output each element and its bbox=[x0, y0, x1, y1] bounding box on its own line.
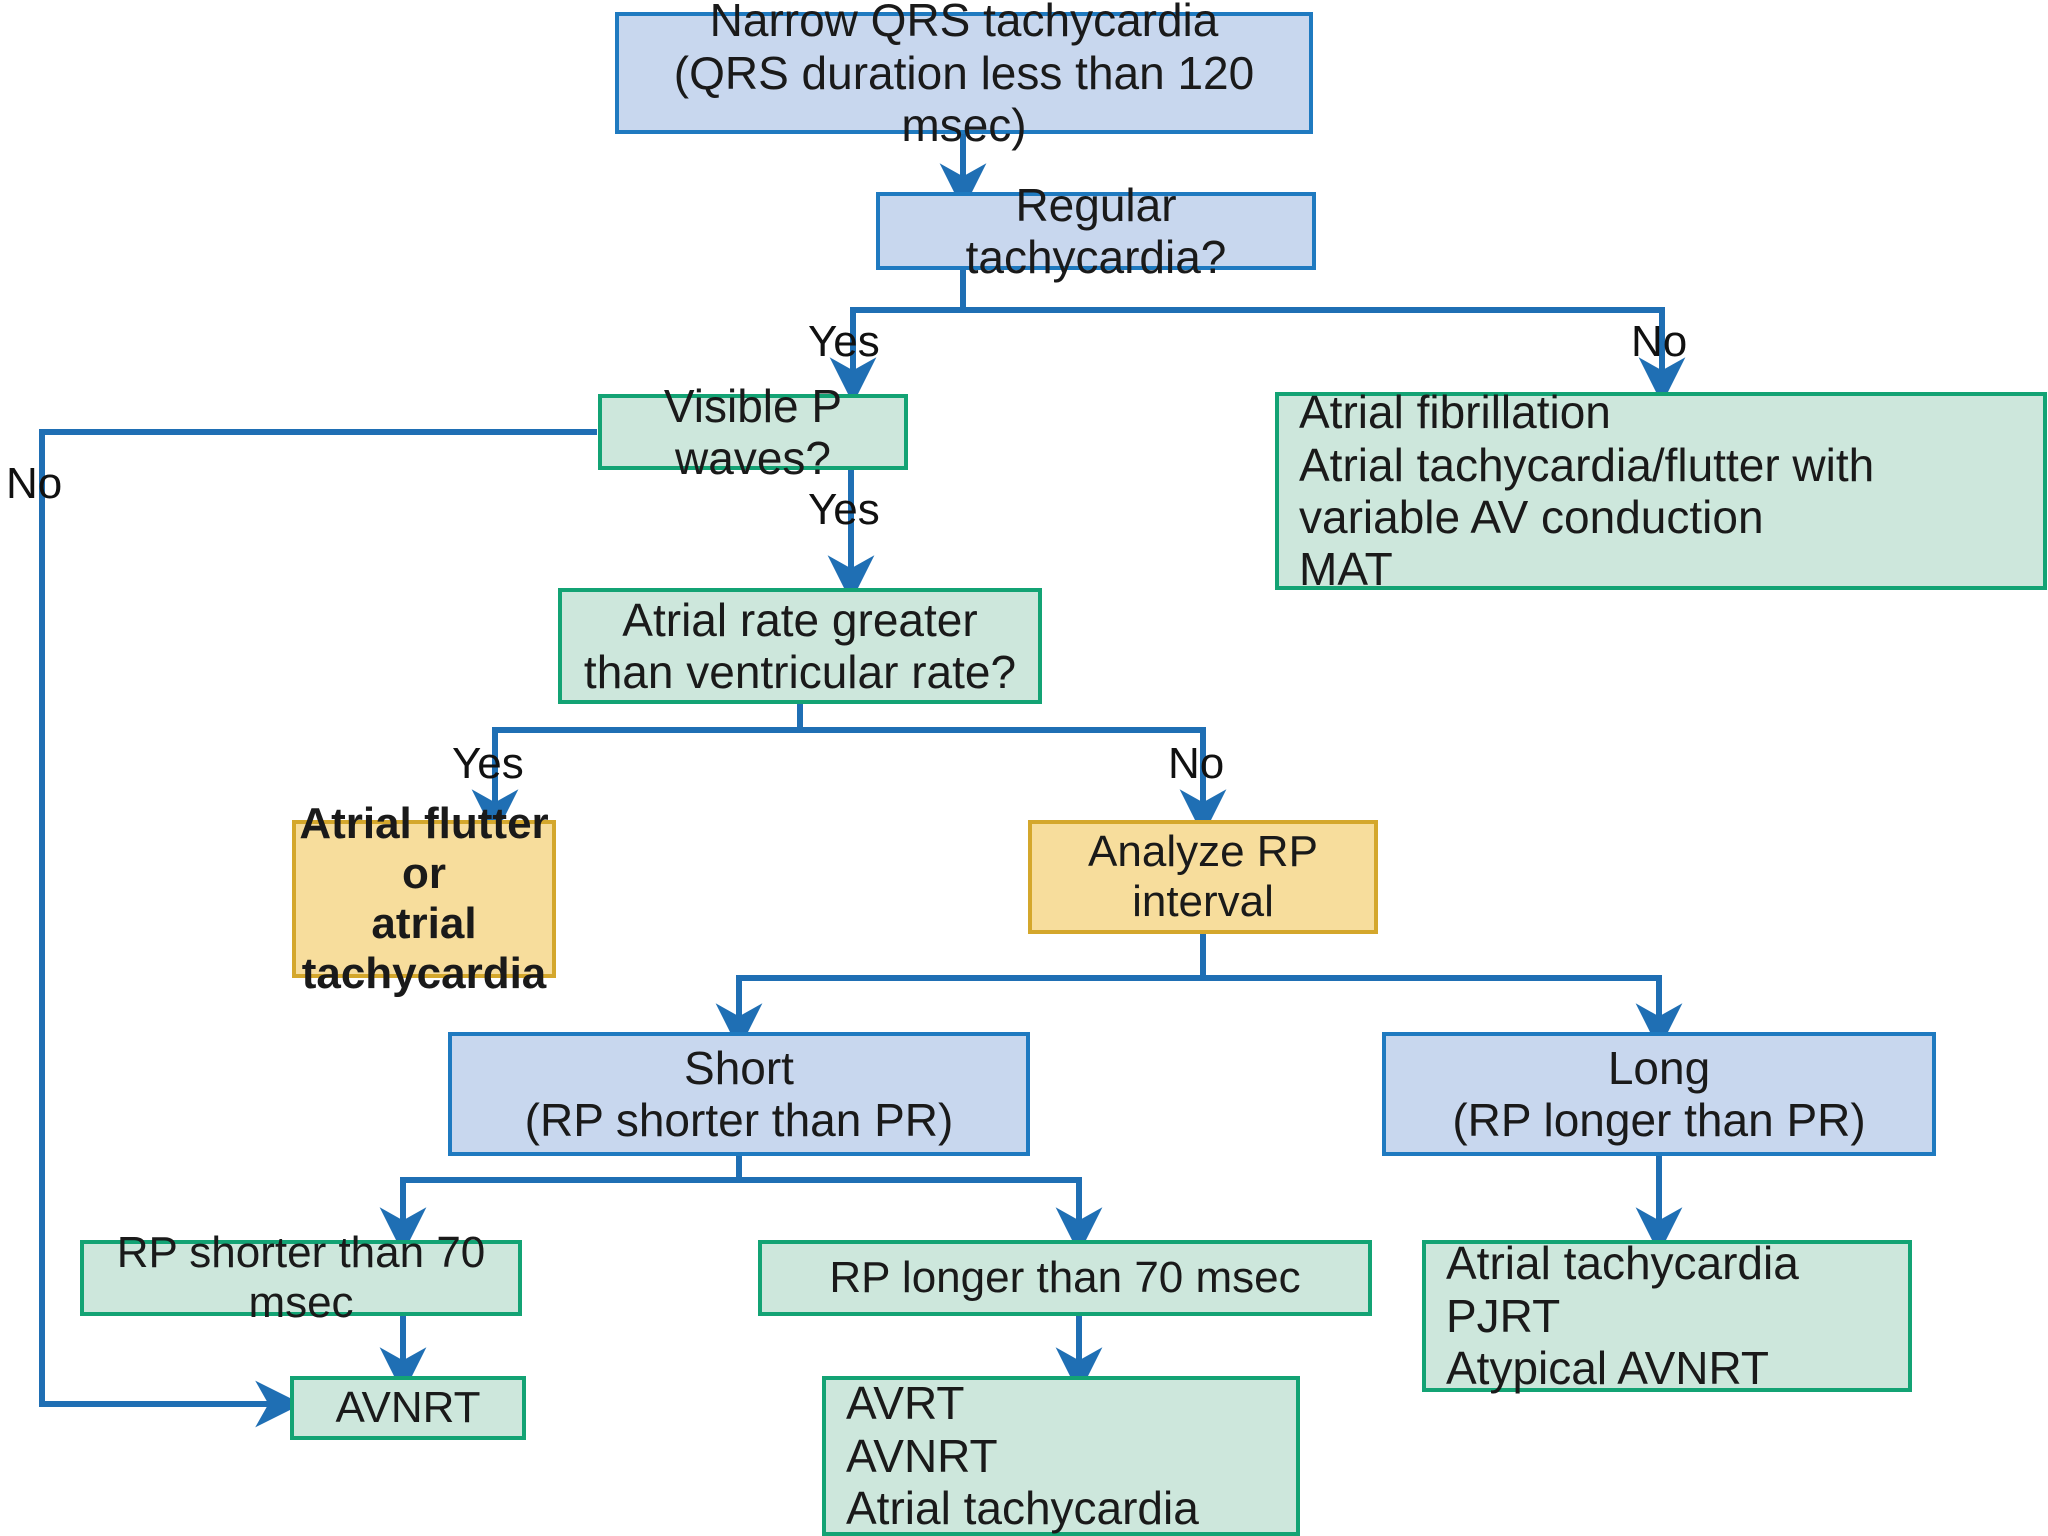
node-short-rp[interactable]: Short (RP shorter than PR) bbox=[448, 1032, 1030, 1156]
node-visible-p-waves[interactable]: Visible P waves? bbox=[598, 380, 908, 484]
node-rp-longer-70[interactable]: RP longer than 70 msec bbox=[758, 1240, 1372, 1316]
node-analyze-rp-interval[interactable]: Analyze RP interval bbox=[1028, 820, 1378, 934]
node-long-rp-label: Long (RP longer than PR) bbox=[1452, 1041, 1866, 1146]
node-narrow-qrs-tachycardia-label: Narrow QRS tachycardia (QRS duration les… bbox=[673, 0, 1255, 152]
node-regular-tachycardia-label: Regular tachycardia? bbox=[965, 178, 1227, 283]
node-avrt-diagnoses-label: AVRT AVNRT Atrial tachycardia bbox=[846, 1377, 1199, 1535]
node-avnrt[interactable]: AVNRT bbox=[290, 1376, 526, 1440]
node-long-rp[interactable]: Long (RP longer than PR) bbox=[1382, 1032, 1936, 1156]
node-atrial-rate-vs-ventricular[interactable]: Atrial rate greater than ventricular rat… bbox=[558, 588, 1042, 704]
edge-short-right bbox=[739, 1177, 1103, 1255]
edge-label-rate-yes: Yes bbox=[452, 739, 524, 788]
node-long-rp-diagnoses[interactable]: Atrial tachycardia PJRT Atypical AVNRT bbox=[1422, 1237, 1912, 1395]
edge-rate-yes bbox=[471, 704, 803, 837]
node-regular-tachycardia[interactable]: Regular tachycardia? bbox=[876, 179, 1316, 283]
node-rp-longer-70-label: RP longer than 70 msec bbox=[829, 1252, 1301, 1302]
node-rp-shorter-70-label: RP shorter than 70 msec bbox=[116, 1227, 486, 1327]
edge-label-regular-yes: Yes bbox=[808, 317, 880, 366]
node-long-rp-diagnoses-label: Atrial tachycardia PJRT Atypical AVNRT bbox=[1446, 1237, 1799, 1395]
edge-regular-no bbox=[963, 307, 1686, 405]
edge-rp-short bbox=[715, 934, 1206, 1051]
edge-short-left bbox=[379, 1156, 742, 1255]
edge-label-pwaves-yes: Yes bbox=[808, 485, 880, 534]
node-rp-shorter-70[interactable]: RP shorter than 70 msec bbox=[80, 1228, 522, 1327]
node-visible-p-waves-label: Visible P waves? bbox=[663, 379, 843, 484]
edge-label-rate-no: No bbox=[1168, 739, 1225, 788]
node-irregular-diagnoses[interactable]: Atrial fibrillation Atrial tachycardia/f… bbox=[1275, 386, 2047, 595]
node-analyze-rp-interval-label: Analyze RP interval bbox=[1088, 826, 1318, 926]
node-avnrt-label: AVNRT bbox=[335, 1382, 481, 1432]
node-atrial-flutter-or-tachycardia[interactable]: Atrial flutter or atrial tachycardia bbox=[292, 799, 556, 998]
node-atrial-flutter-or-tachycardia-label: Atrial flutter or atrial tachycardia bbox=[299, 798, 549, 999]
node-atrial-rate-vs-ventricular-label: Atrial rate greater than ventricular rat… bbox=[583, 593, 1017, 698]
edge-rp-long bbox=[1203, 975, 1683, 1051]
node-short-rp-label: Short (RP shorter than PR) bbox=[524, 1041, 954, 1146]
node-irregular-diagnoses-label: Atrial fibrillation Atrial tachycardia/f… bbox=[1299, 386, 1875, 596]
edge-rate-no bbox=[800, 727, 1227, 837]
node-avrt-diagnoses[interactable]: AVRT AVNRT Atrial tachycardia bbox=[822, 1376, 1300, 1536]
edge-label-regular-no: No bbox=[1631, 317, 1688, 366]
edge-label-pwaves-no: No bbox=[6, 459, 63, 508]
node-narrow-qrs-tachycardia[interactable]: Narrow QRS tachycardia (QRS duration les… bbox=[615, 0, 1313, 151]
